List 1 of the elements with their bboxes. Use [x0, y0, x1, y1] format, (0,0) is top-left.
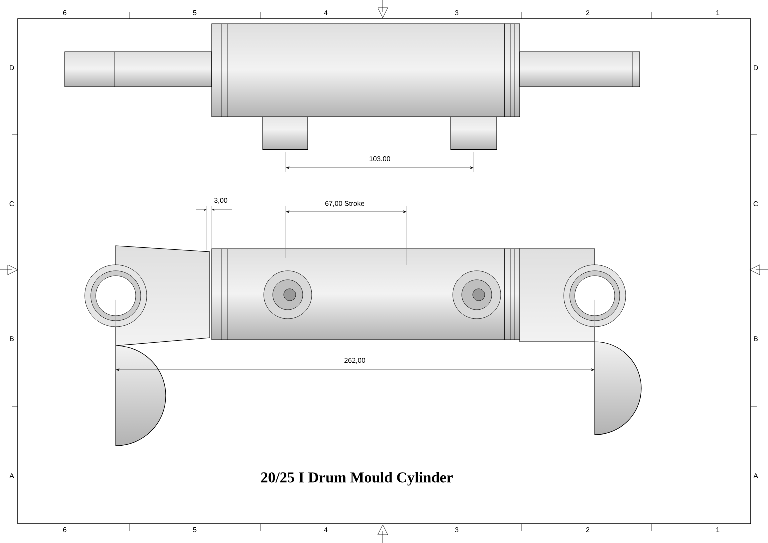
- drawing-title: 20/25 I Drum Mould Cylinder: [261, 472, 453, 486]
